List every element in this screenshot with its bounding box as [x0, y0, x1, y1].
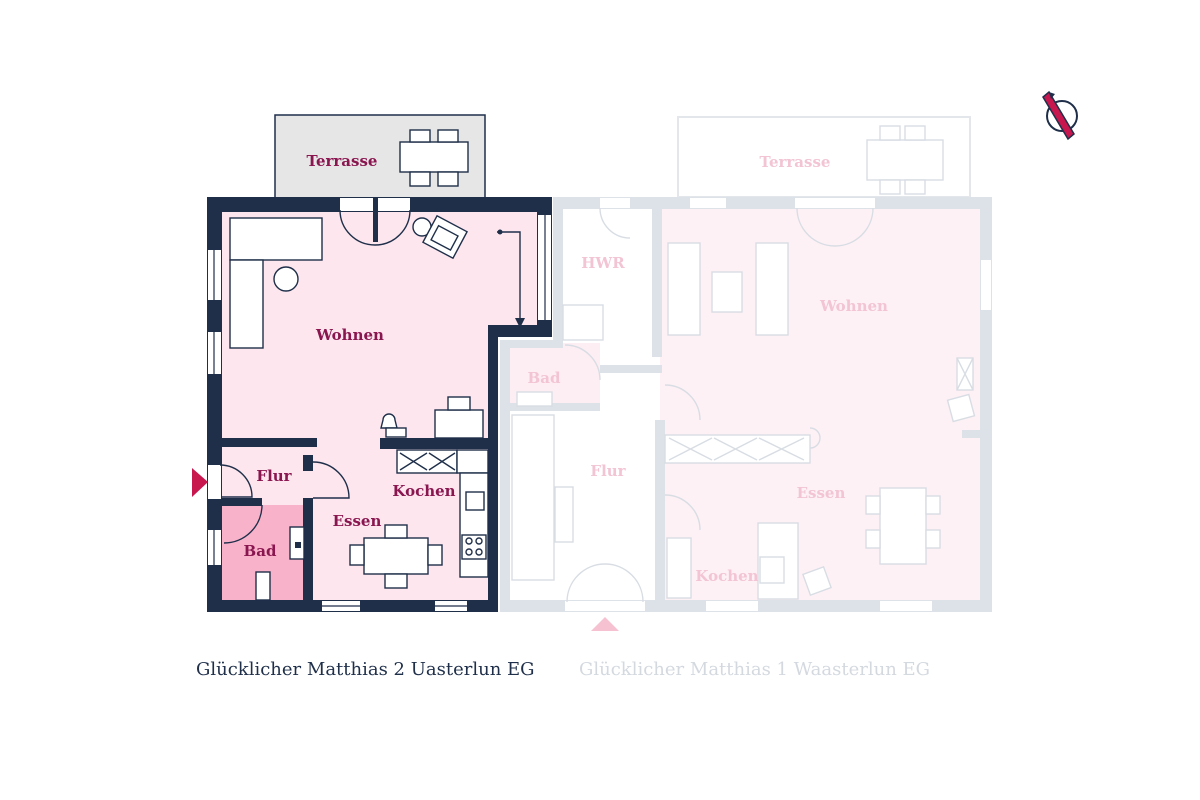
faded-hwr-label: HWR [581, 254, 625, 272]
faded-windows [565, 198, 991, 611]
bad-label: Bad [244, 542, 277, 560]
wohnen-label: Wohnen [315, 326, 384, 344]
active-unit: Terrasse Wohnen Flur Kochen Essen Bad [192, 114, 552, 612]
terrasse-label: Terrasse [307, 152, 378, 170]
kochen-label: Kochen [392, 482, 455, 500]
essen-label: Essen [333, 512, 382, 530]
faded-bad-label: Bad [528, 369, 561, 387]
faded-entrance-arrow-icon [591, 617, 619, 631]
faded-kochen-label: Kochen [695, 567, 758, 585]
faded-essen-label: Essen [797, 484, 846, 502]
faded-flur-label: Flur [590, 462, 626, 480]
unit-caption-faded: Glücklicher Matthias 1 Waasterlun EG [579, 659, 931, 680]
north-arrow-icon [1042, 90, 1078, 141]
flur-label: Flur [256, 467, 292, 485]
floor-wohnen-nook [494, 208, 544, 332]
faded-terrasse-label: Terrasse [760, 153, 831, 171]
entrance-arrow-icon [192, 468, 208, 497]
window-lines [213, 215, 546, 607]
faded-wohnen-label: Wohnen [819, 297, 888, 315]
unit-caption-active: Glücklicher Matthias 2 Uasterlun EG [196, 659, 535, 680]
faded-unit: Terrasse HWR Wohnen Bad Flur Essen Koche… [500, 116, 992, 631]
